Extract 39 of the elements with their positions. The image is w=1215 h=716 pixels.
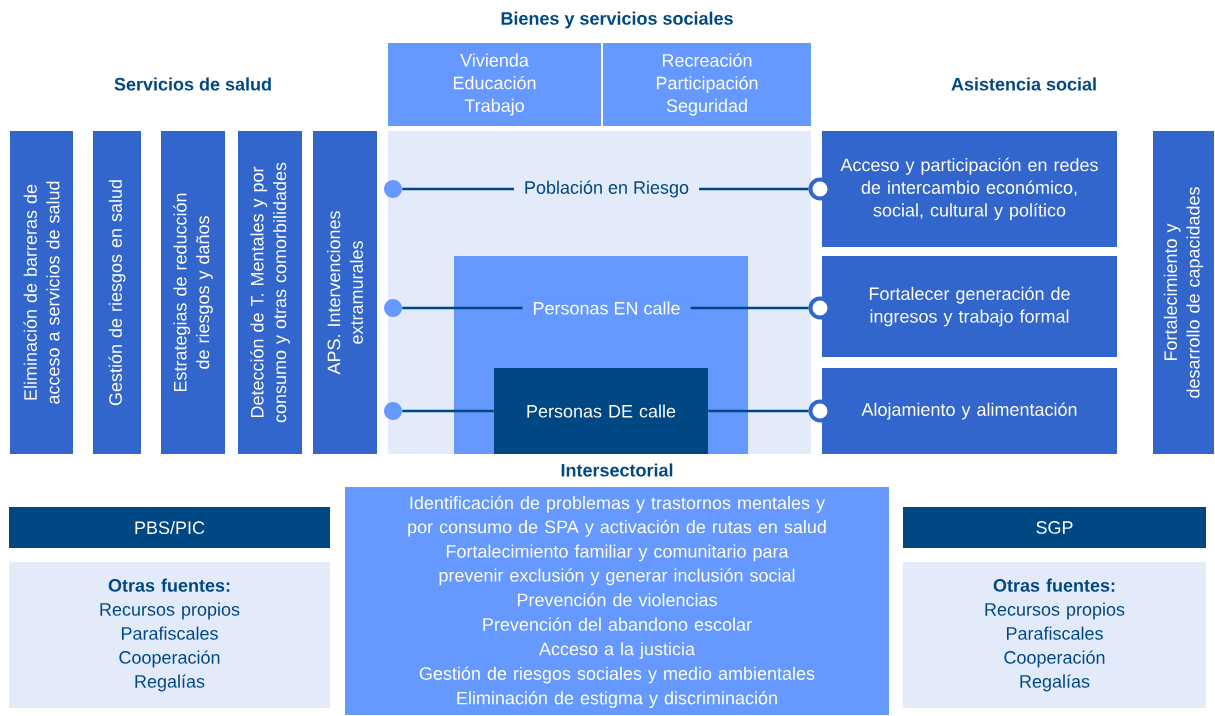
vertical-box: Detección de T. Mentales y por consumo y otras comorbilidades: [238, 131, 302, 454]
funding-box: Otras fuentes: Recursos propios Parafiscales Cooperación Regalías: [903, 562, 1206, 708]
funding-bar: SGP: [903, 507, 1206, 548]
node-label: Seguridad: [666, 98, 747, 116]
section-heading: Bienes y servicios sociales: [501, 11, 733, 29]
section-heading: Asistencia social: [951, 77, 1096, 91]
vertical-box: Eliminación de barreras de acceso a servicios de salud: [10, 131, 73, 454]
vertical-box: Estrategias de reducción de riesgos y daños: [161, 131, 225, 454]
list-item: Eliminación de estigma y discriminación: [457, 691, 777, 708]
service-box: Acceso y participación en redes de intercambio económico, social, cultural y político: [822, 131, 1117, 247]
node-label: Recreación: [662, 53, 752, 67]
service-box: Alojamiento y alimentación: [822, 368, 1117, 454]
vertical-box: APS. Intervenciones extramurales: [313, 131, 377, 454]
list-item: Prevención del abandono escolar: [483, 617, 752, 631]
category-box: Recreación Participación Seguridad: [603, 43, 811, 126]
connector-line: [402, 409, 494, 413]
node-label: Vivienda: [460, 53, 529, 67]
connector-dot: [384, 180, 402, 198]
node-label: Participación: [656, 76, 758, 93]
list-item: Acceso a la justicia: [539, 642, 695, 659]
connector-line: [708, 409, 809, 413]
node-label: Trabajo: [464, 98, 524, 116]
funding-bar: PBS/PIC: [9, 507, 330, 548]
funding-box: Otras fuentes: Recursos propios Parafiscales Cooperación Regalías: [9, 562, 330, 708]
vertical-box: Fortalecimiento y desarrollo de capacidades: [1153, 131, 1214, 454]
list-item: Identificación de problemas y trastornos mentales y por consumo de SPA y activación de rutas en salud: [408, 495, 826, 537]
vertical-box: Gestión de riesgos en salud: [93, 131, 141, 454]
connector-dot: [384, 402, 402, 420]
list-item: Prevención de violencias: [517, 592, 717, 607]
section-heading: Intersectorial: [561, 463, 673, 477]
edge-label: Población en Riesgo: [513, 177, 700, 201]
list-item: Gestión de riesgos sociales y medio ambientales: [419, 666, 815, 684]
service-box: Fortalecer generación de ingresos y trabajo formal: [822, 256, 1117, 357]
list-item: Fortalecimiento familiar y comunitario para prevenir exclusión y generar inclusión social: [439, 544, 795, 586]
node-label: Educación: [453, 75, 536, 90]
connector-dot: [384, 299, 402, 317]
category-box: Vivienda Educación Trabajo: [388, 43, 601, 126]
population-box: Personas DE calle: [494, 368, 708, 454]
section-heading: Servicios de salud: [114, 77, 271, 91]
